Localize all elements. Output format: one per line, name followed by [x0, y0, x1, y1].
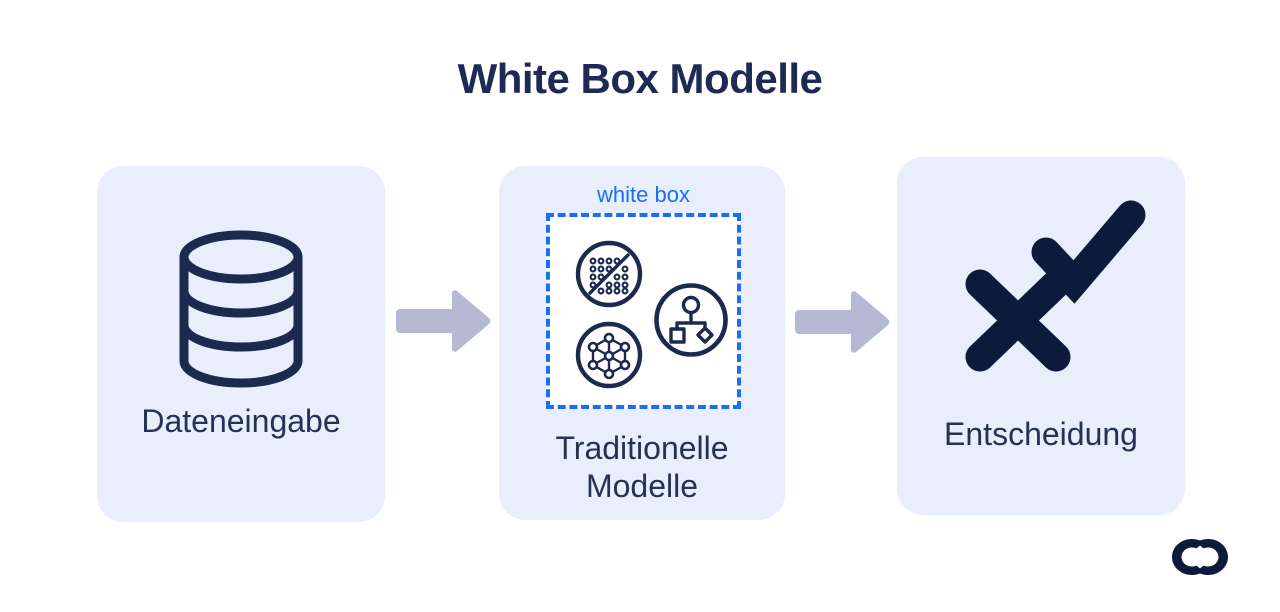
- card-label-entscheidung: Entscheidung: [944, 416, 1138, 452]
- check-mark-icon: [1031, 200, 1146, 304]
- card-label-dateneingabe: Dateneingabe: [141, 403, 341, 439]
- flow-card-dateneingabe[interactable]: Dateneingabe: [97, 166, 385, 522]
- page-title: White Box Modelle: [457, 55, 823, 102]
- white-box-caption: white box: [597, 182, 690, 207]
- card-label-line-1: Traditionelle: [555, 430, 729, 466]
- brand-logo-icon: [1172, 536, 1228, 578]
- arrow-right-icon: [396, 290, 492, 352]
- white-box-dashed-frame: [546, 213, 741, 409]
- network-graph-icon: [574, 320, 644, 395]
- card-label-traditionelle-modelle: Traditionelle Modelle: [499, 429, 785, 505]
- cross-mark-icon: [965, 269, 1071, 372]
- arrow-right-icon: [795, 291, 891, 353]
- flow-card-traditionelle-modelle[interactable]: white box: [499, 166, 785, 520]
- regression-scatter-icon: [574, 239, 644, 314]
- decision-marks-group: [897, 187, 1185, 407]
- flow-card-entscheidung[interactable]: Entscheidung: [897, 157, 1185, 515]
- database-icon: [97, 224, 385, 394]
- card-label-line-2: Modelle: [585, 468, 699, 504]
- decision-tree-icon: [652, 281, 730, 364]
- white-box-group: white box: [546, 182, 741, 409]
